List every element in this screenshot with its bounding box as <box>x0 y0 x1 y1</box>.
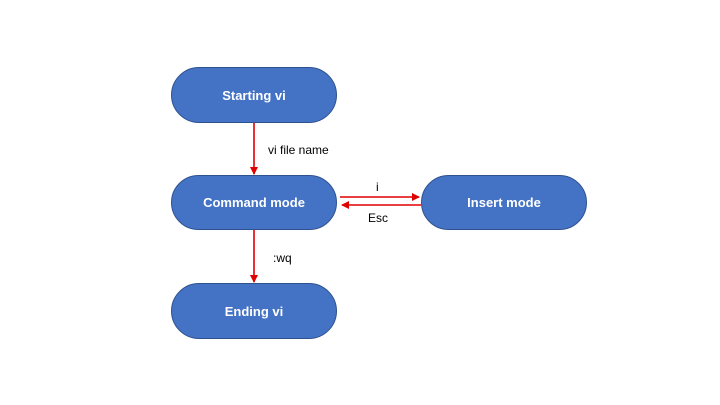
edge-label-i: i <box>376 180 379 194</box>
node-insert-mode-label: Insert mode <box>467 195 541 210</box>
node-insert-mode: Insert mode <box>421 175 587 230</box>
node-starting-vi: Starting vi <box>171 67 337 123</box>
edge-label-vi-file-name: vi file name <box>268 143 329 157</box>
edge-label-wq: :wq <box>273 251 292 265</box>
node-ending-vi: Ending vi <box>171 283 337 339</box>
node-starting-vi-label: Starting vi <box>222 87 286 103</box>
node-ending-vi-label: Ending vi <box>224 303 284 319</box>
edge-label-esc: Esc <box>368 211 389 225</box>
node-command-mode: Command mode <box>171 175 337 230</box>
node-command-mode-label: Command mode <box>203 195 305 210</box>
